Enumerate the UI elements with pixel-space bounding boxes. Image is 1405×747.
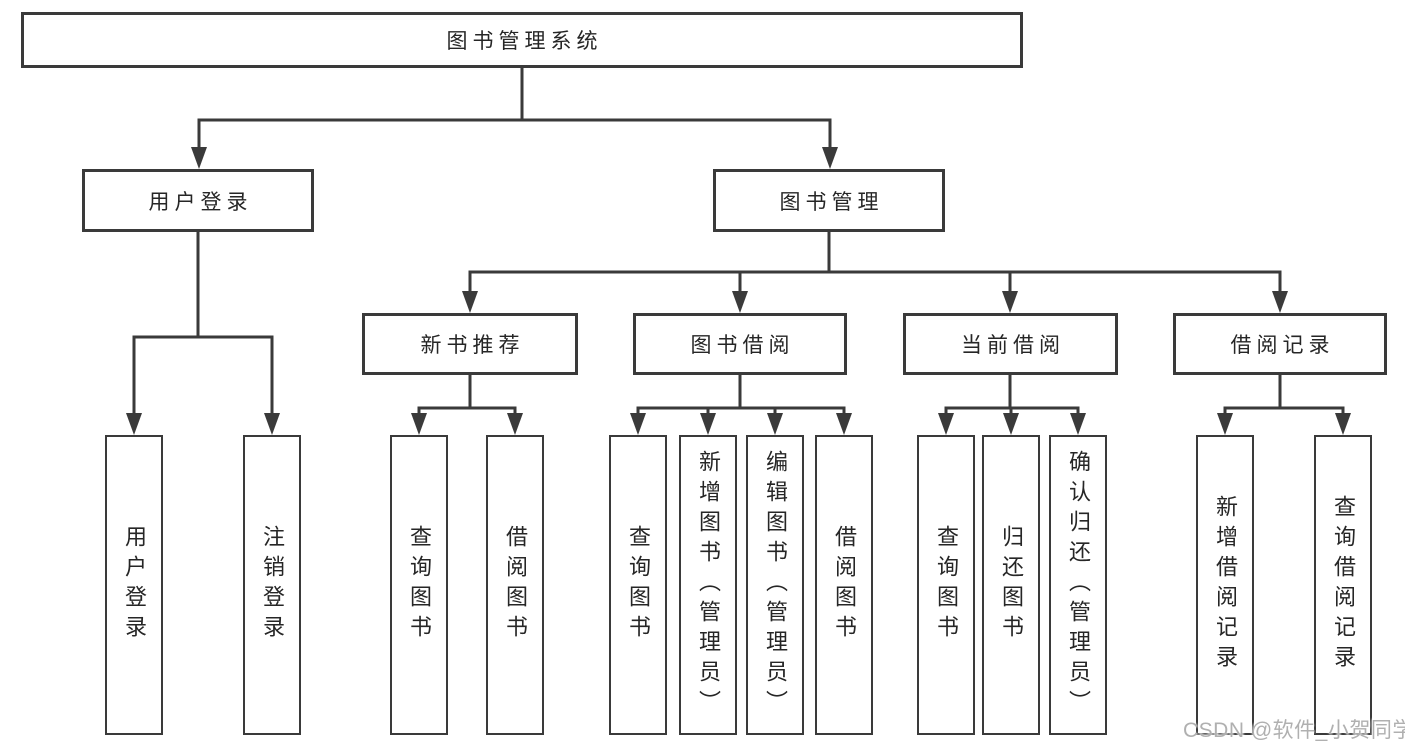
leaf-query-borrow-record: 查询借阅记录 — [1314, 435, 1372, 735]
node-library-management-system: 图书管理系统 — [21, 12, 1023, 68]
leaf-logout: 注销登录 — [243, 435, 301, 735]
leaf-query-books-3: 查询图书 — [917, 435, 975, 735]
leaf-add-borrow-record: 新增借阅记录 — [1196, 435, 1254, 735]
leaf-borrow-books-2: 借阅图书 — [815, 435, 873, 735]
leaf-user-login: 用户登录 — [105, 435, 163, 735]
leaf-confirm-return-admin: 确认归还（管理员） — [1049, 435, 1107, 735]
node-current-borrowing: 当前借阅 — [903, 313, 1118, 375]
node-book-management: 图书管理 — [713, 169, 945, 232]
leaf-borrow-books-1: 借阅图书 — [486, 435, 544, 735]
watermark-csdn: CSDN @软件_小贺同学 — [1183, 719, 1405, 742]
node-borrowing-records: 借阅记录 — [1173, 313, 1387, 375]
node-user-login: 用户登录 — [82, 169, 314, 232]
leaf-query-books-1: 查询图书 — [390, 435, 448, 735]
leaf-edit-books-admin: 编辑图书（管理员） — [746, 435, 804, 735]
leaf-query-books-2: 查询图书 — [609, 435, 667, 735]
node-book-borrowing: 图书借阅 — [633, 313, 847, 375]
leaf-return-books: 归还图书 — [982, 435, 1040, 735]
leaf-add-books-admin: 新增图书（管理员） — [679, 435, 737, 735]
node-new-book-recommendation: 新书推荐 — [362, 313, 578, 375]
